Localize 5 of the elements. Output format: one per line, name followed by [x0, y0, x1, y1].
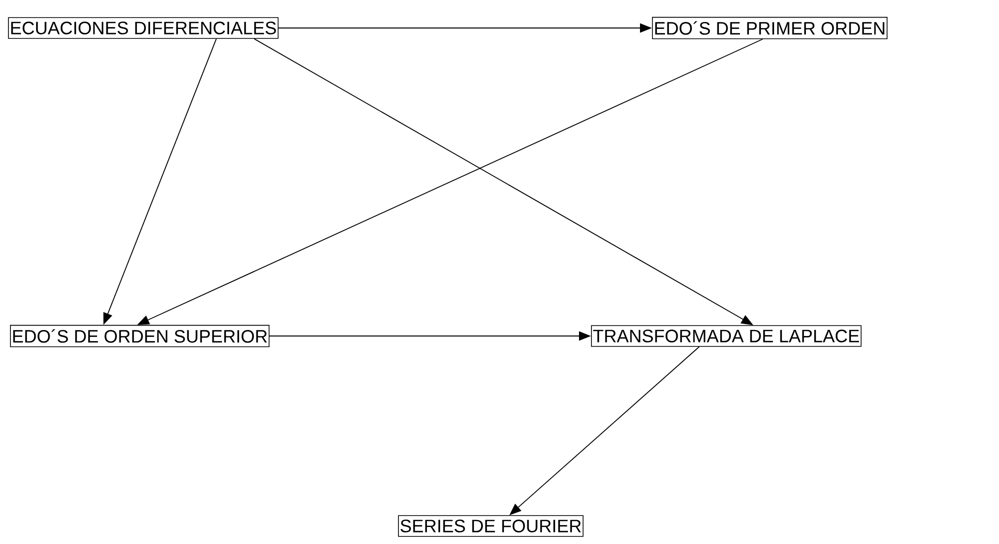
text-box: EDO´S DE PRIMER ORDEN: [652, 16, 888, 40]
text-box: TRANSFORMADA DE LAPLACE: [591, 325, 862, 347]
text-box: EDO´S DE ORDEN SUPERIOR: [10, 324, 270, 348]
text-box: ECUACIONES DIFERENCIALES: [8, 17, 279, 39]
text-box: SERIES DE FOURIER: [398, 515, 584, 537]
